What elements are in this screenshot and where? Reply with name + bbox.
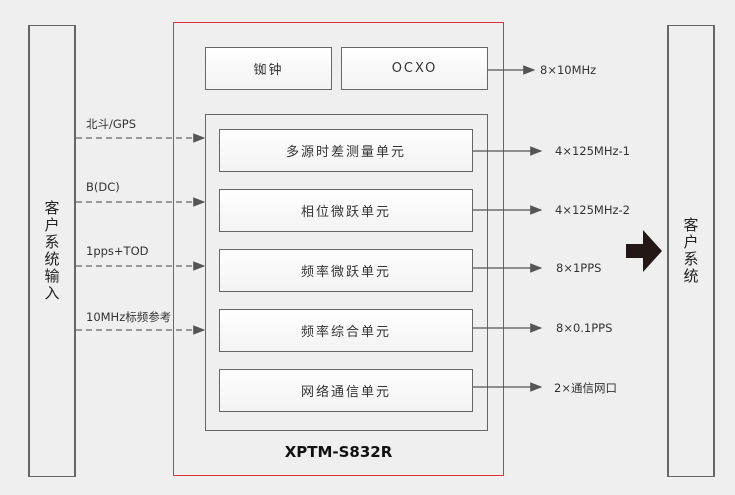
client-input-title: 客户系统输入: [42, 200, 61, 302]
output-label: 2×通信网口: [554, 381, 617, 395]
input-label: 10MHz标频参考: [86, 310, 172, 324]
output-label: 4×125MHz-1: [555, 144, 630, 158]
unit-group-frame: [205, 114, 488, 431]
input-label: 北斗/GPS: [86, 117, 137, 131]
device-frame: [173, 22, 504, 476]
unit-box: 相位微跃单元: [219, 189, 473, 232]
rubidium-clock-box: 铷钟: [205, 47, 332, 90]
right-arrow-icon: [626, 230, 662, 272]
unit-label: 频率综合单元: [300, 325, 391, 340]
client-system-title: 客户系统: [681, 217, 700, 285]
unit-label: 相位微跃单元: [300, 205, 391, 220]
device-model: XPTM-S832R: [284, 443, 393, 461]
ocxo-box: OCXO: [341, 47, 488, 90]
output-label: 8×10MHz: [540, 63, 597, 77]
client-system-panel: 客户系统: [667, 25, 715, 477]
output-label: 8×1PPS: [556, 261, 602, 275]
client-input-panel: 客户系统输入: [28, 25, 76, 477]
output-label: 4×125MHz-2: [555, 203, 630, 217]
unit-box: 频率微跃单元: [219, 249, 473, 292]
output-label: 8×0.1PPS: [556, 321, 613, 335]
input-label: 1pps+TOD: [86, 244, 149, 258]
unit-box: 多源时差测量单元: [219, 129, 473, 172]
unit-box: 网络通信单元: [219, 369, 473, 412]
unit-label: 网络通信单元: [300, 385, 391, 400]
unit-box: 频率综合单元: [219, 309, 473, 352]
source-label: OCXO: [391, 61, 438, 76]
input-label: B(DC): [86, 180, 120, 194]
unit-label: 频率微跃单元: [300, 265, 391, 280]
unit-label: 多源时差测量单元: [285, 145, 406, 160]
source-label: 铷钟: [253, 63, 284, 78]
